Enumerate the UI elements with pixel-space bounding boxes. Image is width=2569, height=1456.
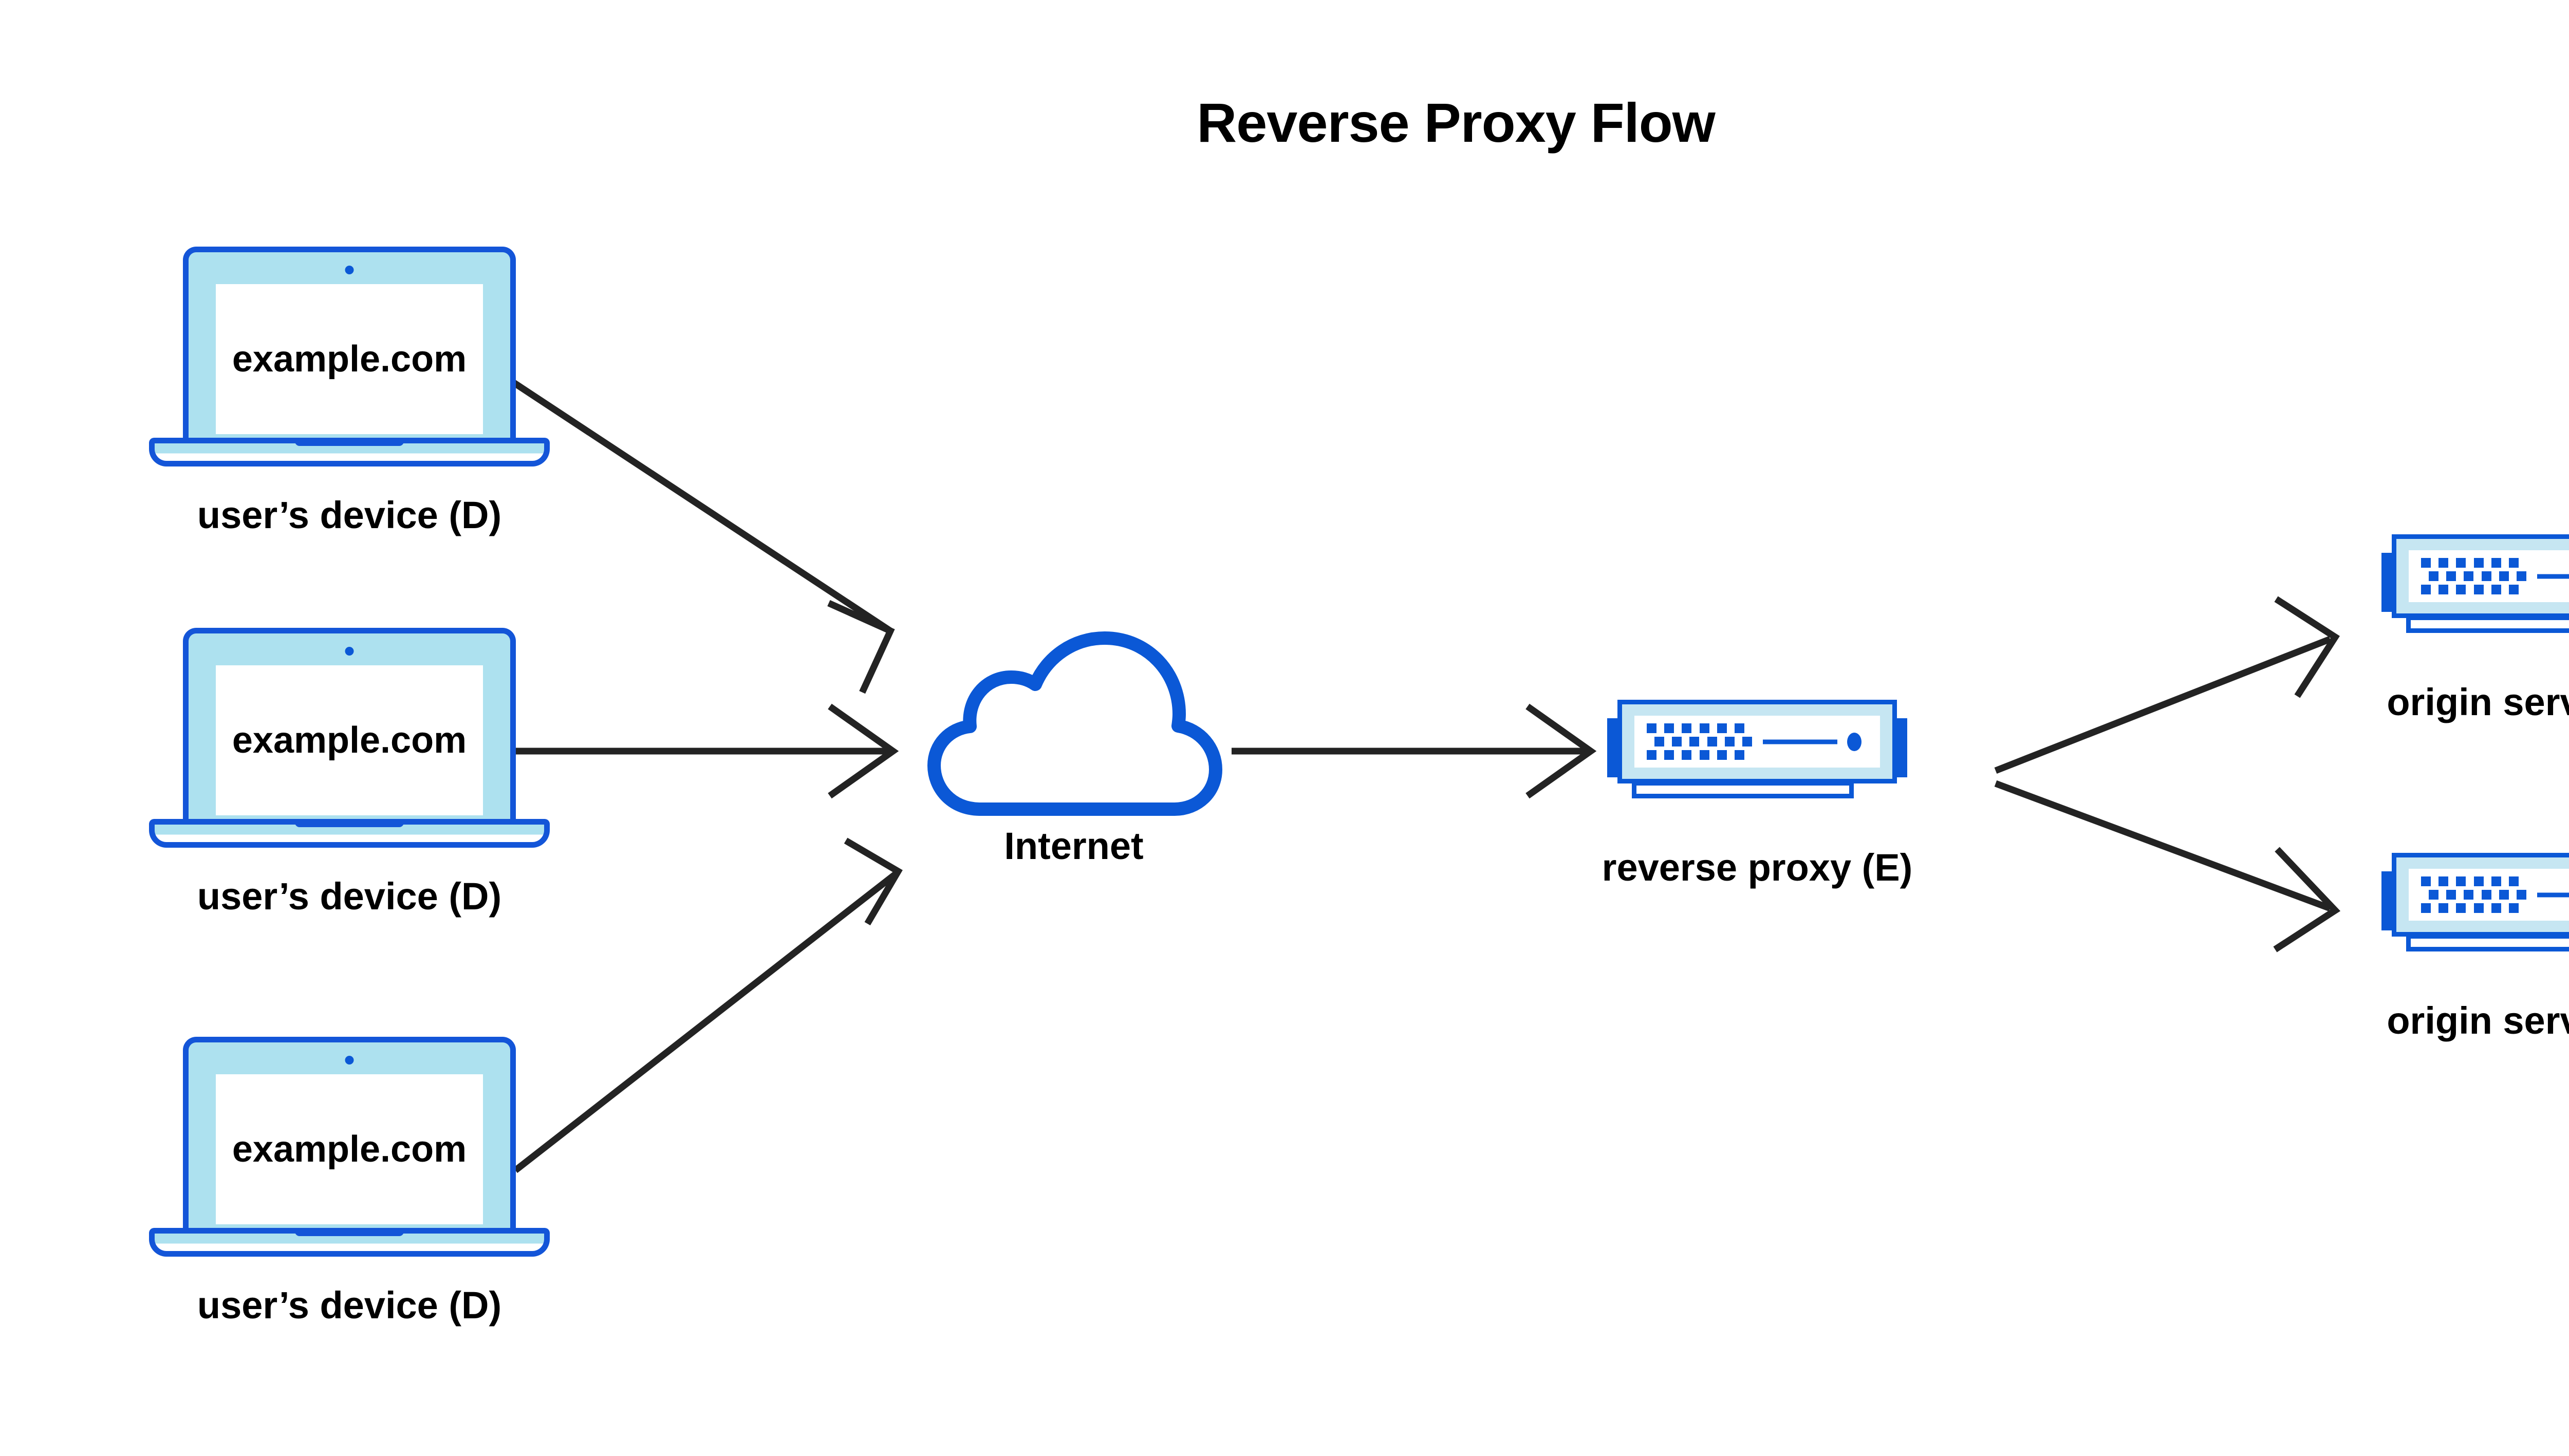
server-icon (2381, 534, 2569, 637)
server-panel (1634, 716, 1880, 768)
client-node-2[interactable]: example.com user’s device (D) (149, 628, 550, 936)
server-status-bar-icon (2537, 574, 2569, 578)
laptop-screen: example.com (216, 1074, 483, 1224)
internet-label: Internet (1004, 825, 1144, 867)
client-node-3[interactable]: example.com user’s device (D) (149, 1037, 550, 1345)
server-icon (1607, 700, 1907, 802)
laptop-lid: example.com (183, 247, 516, 443)
arrow-device1-to-internet (504, 375, 895, 694)
reverse-proxy-node[interactable]: reverse proxy (E) (1602, 700, 1912, 916)
arrow-proxy-to-origin1 (1994, 596, 2340, 774)
camera-dot-icon (345, 647, 354, 656)
server-base (2406, 934, 2569, 951)
origin-server-label-1: origin server (F) (2387, 681, 2569, 723)
origin-server-node-2[interactable]: origin server (F) (2381, 853, 2569, 1069)
server-vent-dots-icon (2421, 876, 2526, 913)
client-node-1[interactable]: example.com user’s device (D) (149, 247, 550, 555)
client-label-3: user’s device (D) (197, 1284, 502, 1327)
client-label-1: user’s device (D) (197, 494, 502, 536)
arrow-device3-to-internet (513, 837, 903, 1173)
server-vent-dots-icon (1647, 723, 1752, 760)
server-body (1617, 700, 1897, 783)
camera-dot-icon (345, 266, 354, 274)
server-body (2392, 853, 2569, 937)
arrow-internet-to-proxy (1232, 703, 1597, 799)
laptop-trackpad-notch (295, 819, 404, 827)
laptop-icon: example.com (149, 1037, 550, 1263)
browser-url-text: example.com (232, 1129, 467, 1170)
server-status-bar-icon (1763, 739, 1837, 744)
browser-url-text: example.com (232, 339, 467, 380)
browser-url-text: example.com (232, 720, 467, 761)
origin-server-label-2: origin server (F) (2387, 999, 2569, 1042)
server-base (1632, 781, 1854, 798)
laptop-lid: example.com (183, 628, 516, 824)
server-status-bar-icon (2537, 892, 2569, 897)
laptop-trackpad-notch (295, 438, 404, 446)
reverse-proxy-label: reverse proxy (E) (1602, 846, 1913, 889)
laptop-icon: example.com (149, 628, 550, 854)
camera-dot-icon (345, 1056, 354, 1065)
origin-server-node-1[interactable]: origin server (F) (2381, 534, 2569, 750)
server-panel (2409, 550, 2569, 602)
server-led-icon (1847, 732, 1861, 751)
laptop-screen: example.com (216, 665, 483, 815)
server-vent-dots-icon (2421, 557, 2526, 595)
client-label-2: user’s device (D) (197, 875, 502, 918)
arrow-proxy-to-origin2 (1994, 780, 2341, 953)
page-title: Reverse Proxy Flow (1197, 91, 1715, 154)
server-panel (2409, 869, 2569, 921)
arrow-device2-to-internet (497, 703, 899, 799)
server-body (2392, 534, 2569, 618)
laptop-icon: example.com (149, 247, 550, 473)
server-base (2406, 615, 2569, 633)
laptop-screen: example.com (216, 284, 483, 434)
server-icon (2381, 853, 2569, 956)
laptop-lid: example.com (183, 1037, 516, 1233)
cloud-icon (920, 628, 1228, 823)
internet-node[interactable]: Internet (920, 628, 1228, 885)
laptop-trackpad-notch (295, 1228, 404, 1236)
